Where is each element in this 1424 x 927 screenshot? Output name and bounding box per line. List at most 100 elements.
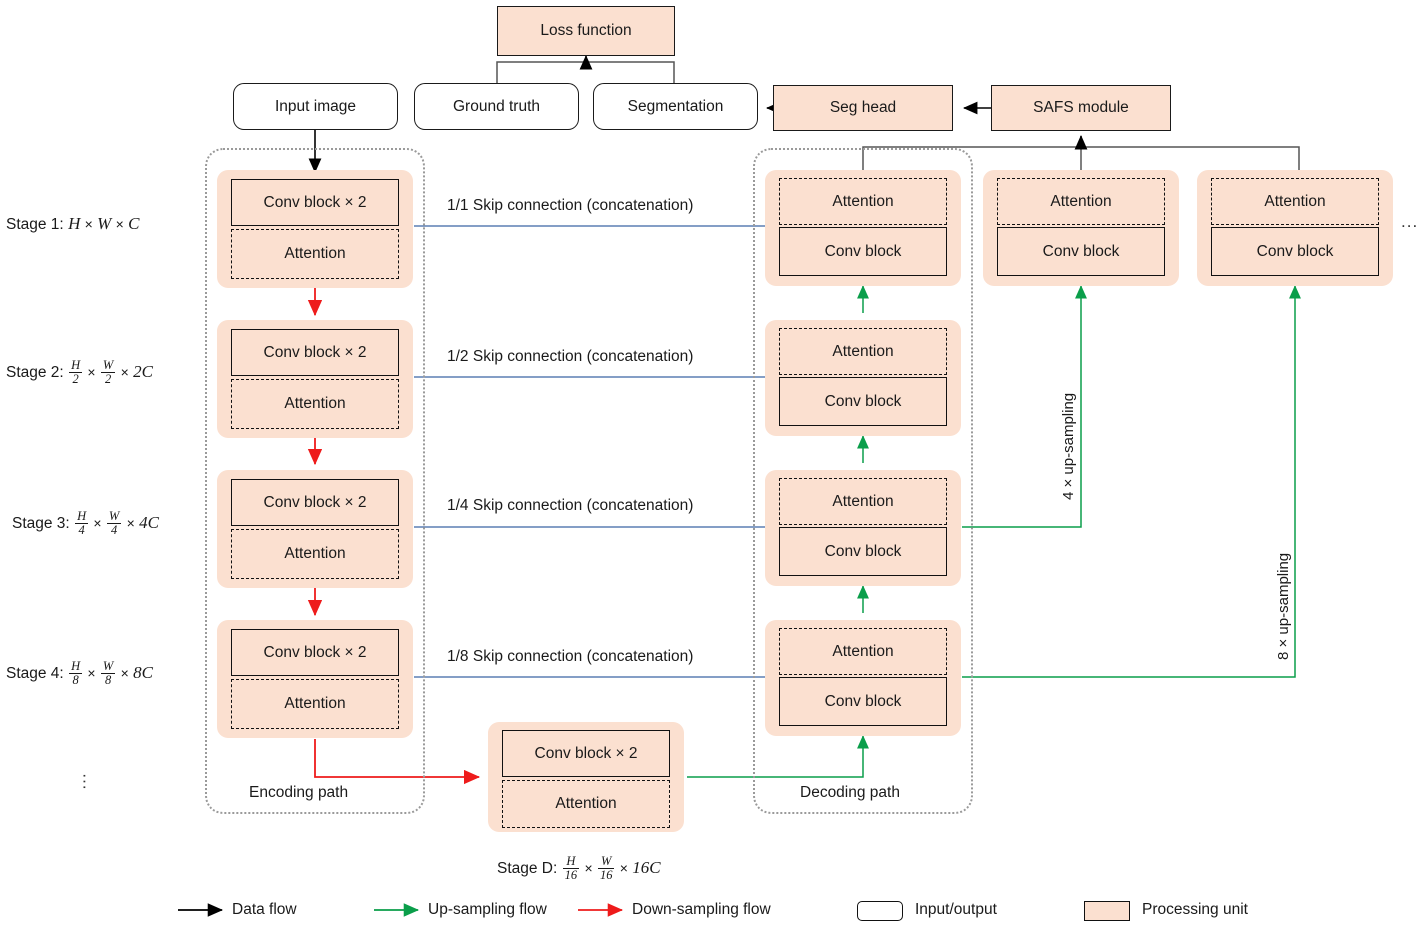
- bottleneck-conv-block[interactable]: Conv block × 2: [502, 730, 670, 777]
- safs-module-label: SAFS module: [1033, 99, 1129, 117]
- encoder-attention-1[interactable]: Attention: [231, 229, 399, 279]
- block-label: Attention: [284, 245, 346, 262]
- block-label: Conv block × 2: [263, 493, 367, 511]
- decoder-conv-block-3[interactable]: Conv block: [779, 527, 947, 576]
- legend-swatch-input-output: [857, 901, 903, 921]
- skip-connection-label-3: 1/4 Skip connection (concatenation): [447, 497, 694, 514]
- block-label: Attention: [1264, 192, 1326, 210]
- block-label: Conv block: [824, 692, 902, 710]
- stage-prefix: Stage 2:: [6, 364, 64, 382]
- block-label: Attention: [832, 192, 894, 210]
- block-label: Conv block: [1042, 242, 1120, 260]
- decoder-stage-4[interactable]: Attention Conv block: [765, 620, 961, 736]
- stage-c: 4C: [139, 513, 159, 533]
- side-conv-block-1[interactable]: Conv block: [997, 227, 1165, 276]
- block-label: Attention: [284, 695, 346, 712]
- stage-w: W: [97, 214, 112, 233]
- stage-label-4: Stage 4: H 8 × W 8 × 8C: [6, 659, 153, 687]
- stage-prefix: Stage D:: [497, 860, 558, 878]
- encoder-attention-2[interactable]: Attention: [231, 379, 399, 429]
- decoder-attention-2[interactable]: Attention: [779, 328, 947, 375]
- block-label: Conv block × 2: [534, 744, 638, 762]
- block-label: Attention: [832, 642, 894, 660]
- stage-label-d: Stage D: H 16 × W 16 × 16C: [497, 854, 661, 882]
- decoder-attention-1[interactable]: Attention: [779, 178, 947, 225]
- safs-module-node[interactable]: SAFS module: [991, 85, 1171, 131]
- block-label: Conv block: [1256, 242, 1334, 260]
- segmentation-label: Segmentation: [627, 97, 724, 115]
- stage-h-fraction: H 2: [69, 358, 83, 386]
- stage-label-1: Stage 1: H × W × C: [6, 214, 140, 233]
- encoder-conv-block-1[interactable]: Conv block × 2: [231, 179, 399, 226]
- input-image-node[interactable]: Input image: [233, 83, 398, 130]
- ground-truth-node[interactable]: Ground truth: [414, 83, 579, 130]
- encoding-path-label: Encoding path: [249, 784, 349, 801]
- side-attention-1[interactable]: Attention: [997, 178, 1165, 225]
- side-block-1[interactable]: Attention Conv block: [983, 170, 1179, 286]
- block-label: Attention: [555, 795, 617, 812]
- decoder-stage-3[interactable]: Attention Conv block: [765, 470, 961, 586]
- decoder-conv-block-4[interactable]: Conv block: [779, 677, 947, 726]
- segmentation-node[interactable]: Segmentation: [593, 83, 758, 130]
- decoder-stage-1[interactable]: Attention Conv block: [765, 170, 961, 286]
- stage-c: C: [128, 214, 140, 233]
- legend-label-data-flow: Data flow: [232, 901, 297, 918]
- side-conv-block-2[interactable]: Conv block: [1211, 227, 1379, 276]
- stage-c: 16C: [632, 858, 661, 878]
- vertical-ellipsis: ...: [79, 773, 99, 791]
- encoding-path-container: [205, 148, 425, 814]
- encoder-conv-block-2[interactable]: Conv block × 2: [231, 329, 399, 376]
- ground-truth-label: Ground truth: [452, 97, 541, 115]
- seg-head-node[interactable]: Seg head: [773, 85, 953, 131]
- skip-connection-label-1: 1/1 Skip connection (concatenation): [447, 197, 694, 214]
- encoder-stage-2[interactable]: Conv block × 2 Attention: [217, 320, 413, 438]
- decoder-conv-block-2[interactable]: Conv block: [779, 377, 947, 426]
- skip-connection-label-2: 1/2 Skip connection (concatenation): [447, 348, 694, 365]
- stage-h-fraction: H 4: [75, 509, 89, 537]
- stage-h: H: [68, 214, 81, 233]
- side-attention-2[interactable]: Attention: [1211, 178, 1379, 225]
- skip-connection-label-4: 1/8 Skip connection (concatenation): [447, 648, 694, 665]
- block-label: Conv block: [824, 242, 902, 260]
- block-label: Conv block: [824, 542, 902, 560]
- side-block-2[interactable]: Attention Conv block: [1197, 170, 1393, 286]
- stage-label-2: Stage 2: H 2 × W 2 × 2C: [6, 358, 153, 386]
- encoder-attention-4[interactable]: Attention: [231, 679, 399, 729]
- stage-label-3: Stage 3: H 4 × W 4 × 4C: [12, 509, 159, 537]
- horizontal-ellipsis: ...: [1401, 212, 1419, 231]
- stage-h-fraction: H 16: [562, 854, 580, 882]
- stage-w-fraction: W 8: [100, 659, 116, 687]
- encoder-conv-block-4[interactable]: Conv block × 2: [231, 629, 399, 676]
- legend-label-processing-unit: Processing unit: [1142, 901, 1248, 918]
- upsampling-label-8x: 8 × up-sampling: [1275, 552, 1292, 660]
- stage-w-fraction: W 4: [106, 509, 122, 537]
- encoder-stage-1[interactable]: Conv block × 2 Attention: [217, 170, 413, 288]
- encoder-stage-3[interactable]: Conv block × 2 Attention: [217, 470, 413, 588]
- legend-label-up-sampling-flow: Up-sampling flow: [428, 901, 547, 918]
- decoder-attention-4[interactable]: Attention: [779, 628, 947, 675]
- encoder-conv-block-3[interactable]: Conv block × 2: [231, 479, 399, 526]
- decoder-attention-3[interactable]: Attention: [779, 478, 947, 525]
- block-label: Attention: [832, 492, 894, 510]
- bottleneck-stage-d[interactable]: Conv block × 2 Attention: [488, 722, 684, 832]
- loss-function-node[interactable]: Loss function: [497, 6, 675, 56]
- stage-prefix: Stage 1:: [6, 216, 64, 233]
- stage-h-fraction: H 8: [69, 659, 83, 687]
- decoder-conv-block-1[interactable]: Conv block: [779, 227, 947, 276]
- legend-label-input-output: Input/output: [915, 901, 997, 918]
- stage-prefix: Stage 4:: [6, 665, 64, 683]
- block-label: Conv block × 2: [263, 643, 367, 661]
- block-label: Attention: [832, 342, 894, 360]
- decoder-stage-2[interactable]: Attention Conv block: [765, 320, 961, 436]
- block-label: Attention: [284, 395, 346, 412]
- encoder-attention-3[interactable]: Attention: [231, 529, 399, 579]
- stage-prefix: Stage 3:: [12, 515, 70, 533]
- legend-label-down-sampling-flow: Down-sampling flow: [632, 901, 771, 918]
- upsampling-label-4x: 4 × up-sampling: [1060, 392, 1077, 500]
- encoder-stage-4[interactable]: Conv block × 2 Attention: [217, 620, 413, 738]
- stage-w-fraction: W 2: [100, 358, 116, 386]
- input-image-label: Input image: [275, 97, 356, 115]
- block-label: Attention: [1050, 192, 1112, 210]
- bottleneck-attention[interactable]: Attention: [502, 780, 670, 828]
- block-label: Conv block: [824, 392, 902, 410]
